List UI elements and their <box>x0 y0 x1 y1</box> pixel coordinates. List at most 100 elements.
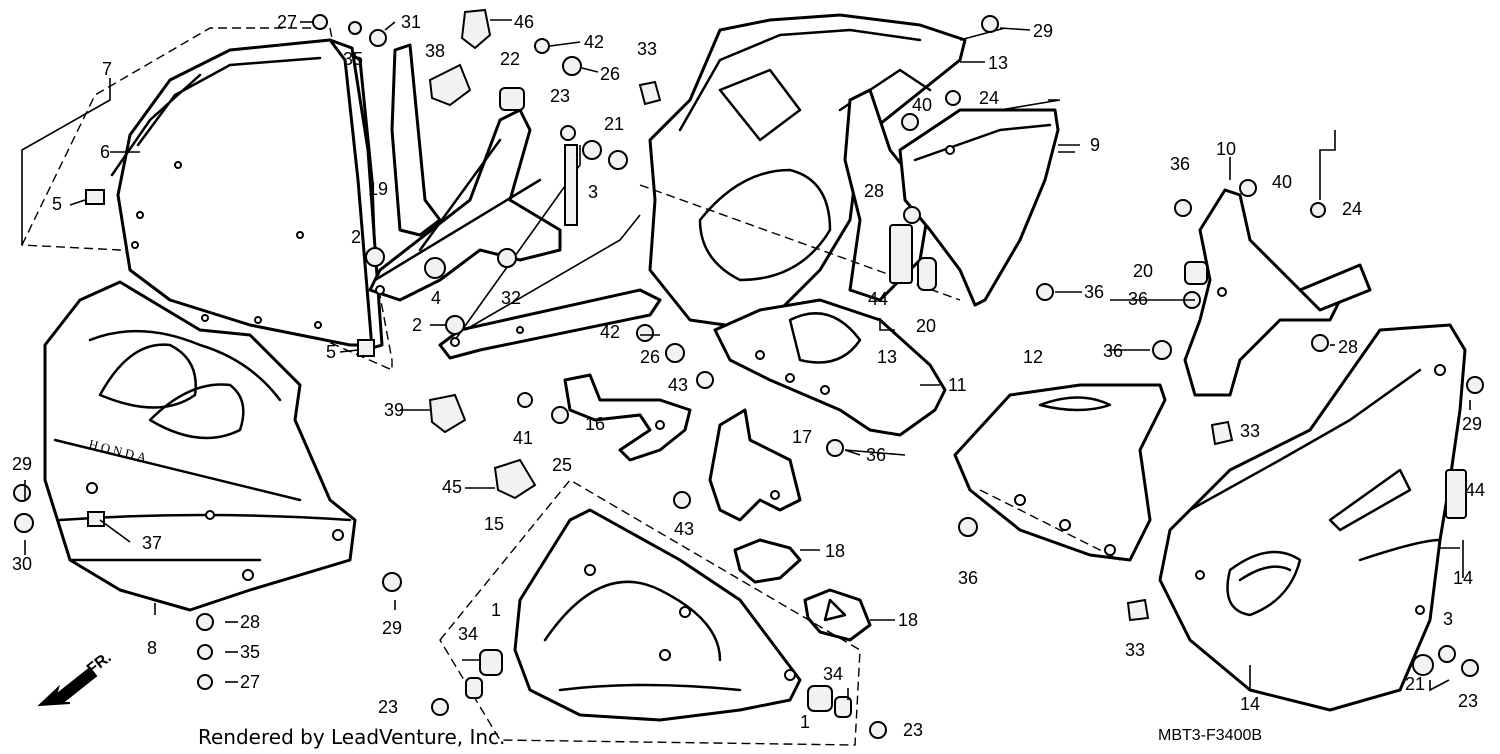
collar-3b[interactable] <box>1438 645 1456 663</box>
washer-42a[interactable] <box>534 38 550 54</box>
washer-35b[interactable] <box>197 644 213 660</box>
callout-12[interactable]: 12 <box>1023 347 1043 367</box>
callout-40b[interactable]: 40 <box>1272 172 1292 192</box>
clip-39[interactable] <box>428 393 467 434</box>
bracket-18b[interactable] <box>803 588 872 642</box>
callout-42b[interactable]: 42 <box>600 322 620 342</box>
bolt-23b[interactable] <box>431 698 449 716</box>
bolt-23a[interactable] <box>560 125 576 141</box>
windscreen-trim[interactable] <box>328 38 384 350</box>
grommet-4[interactable] <box>424 257 446 279</box>
grommet-2a[interactable] <box>365 247 385 267</box>
callout-7[interactable]: 7 <box>102 59 112 79</box>
callout-42a[interactable]: 42 <box>584 32 604 52</box>
grommet-20b[interactable] <box>1184 261 1208 285</box>
bracket-10-plate[interactable] <box>1298 263 1372 312</box>
clip-36a[interactable] <box>1174 199 1192 217</box>
callout-18a[interactable]: 18 <box>825 541 845 561</box>
callout-37[interactable]: 37 <box>142 533 162 553</box>
callout-27a[interactable]: 27 <box>277 12 297 32</box>
callout-27b[interactable]: 27 <box>240 672 260 692</box>
screw-24a[interactable] <box>945 90 961 106</box>
screw-24b[interactable] <box>1310 202 1326 218</box>
stay-lower-bar[interactable] <box>438 288 662 360</box>
callout-23a[interactable]: 23 <box>550 86 570 106</box>
windshield-screen[interactable] <box>116 38 380 347</box>
callout-15[interactable]: 15 <box>484 514 504 534</box>
callout-36b[interactable]: 36 <box>1084 282 1104 302</box>
bolt-25[interactable] <box>551 406 569 424</box>
callout-40a[interactable]: 40 <box>912 95 932 115</box>
callout-34b[interactable]: 34 <box>823 664 843 684</box>
callout-29c[interactable]: 29 <box>12 454 32 474</box>
bolt-27b[interactable] <box>197 674 213 690</box>
callout-29b[interactable]: 29 <box>1462 414 1482 434</box>
callout-13a[interactable]: 13 <box>988 53 1008 73</box>
nut-32[interactable] <box>497 248 517 268</box>
nut-40b[interactable] <box>1239 179 1257 197</box>
callout-28b[interactable]: 28 <box>1338 337 1358 357</box>
screw-29a[interactable] <box>981 15 999 33</box>
nut-43b[interactable] <box>673 491 691 509</box>
callout-23b[interactable]: 23 <box>1458 691 1478 711</box>
callout-19[interactable]: 19 <box>368 179 388 199</box>
bracket-18a[interactable] <box>733 538 802 584</box>
side-panel-9-body[interactable] <box>898 108 1060 307</box>
screw-29d[interactable] <box>382 572 402 592</box>
callout-39[interactable]: 39 <box>384 400 404 420</box>
callout-36a[interactable]: 36 <box>1170 154 1190 174</box>
clip-36f[interactable] <box>958 517 978 537</box>
callout-6[interactable]: 6 <box>100 142 110 162</box>
callout-43a[interactable]: 43 <box>668 375 688 395</box>
callout-29a[interactable]: 29 <box>1033 21 1053 41</box>
washer-42b[interactable] <box>636 324 654 342</box>
callout-18b[interactable]: 18 <box>898 610 918 630</box>
nut-40a[interactable] <box>901 113 919 131</box>
callout-2b[interactable]: 2 <box>412 315 422 335</box>
callout-38[interactable]: 38 <box>425 41 445 61</box>
grommet-20a[interactable] <box>917 257 937 291</box>
bracket-10-body[interactable] <box>1183 188 1342 397</box>
nut-33c[interactable] <box>1126 598 1150 622</box>
nut-43a[interactable] <box>696 371 714 389</box>
inner-panel-12-body[interactable] <box>953 383 1167 562</box>
callout-20b[interactable]: 20 <box>1133 261 1153 281</box>
screw-30[interactable] <box>14 513 34 533</box>
screw-28c[interactable] <box>196 613 214 631</box>
callout-32[interactable]: 32 <box>501 288 521 308</box>
screw-29c[interactable] <box>13 484 31 502</box>
pad-44b[interactable] <box>1445 469 1467 519</box>
mirror-rod[interactable] <box>564 144 578 226</box>
callout-44b[interactable]: 44 <box>1465 480 1485 500</box>
collar-3a[interactable] <box>582 140 602 160</box>
callout-1a[interactable]: 1 <box>491 600 501 620</box>
callout-43b[interactable]: 43 <box>674 519 694 539</box>
screw-29b[interactable] <box>1466 376 1484 394</box>
callout-21b[interactable]: 21 <box>1405 674 1425 694</box>
pad-44a[interactable] <box>889 224 913 284</box>
clip-38[interactable] <box>428 63 472 107</box>
grommet-2b[interactable] <box>445 315 465 335</box>
callout-14a[interactable]: 14 <box>1453 568 1473 588</box>
callout-3a[interactable]: 3 <box>588 182 598 202</box>
callout-24b[interactable]: 24 <box>1342 199 1362 219</box>
callout-8[interactable]: 8 <box>147 638 157 658</box>
callout-9[interactable]: 9 <box>1090 135 1100 155</box>
bolt-27a[interactable] <box>312 14 328 30</box>
bolt-26a[interactable] <box>562 56 582 76</box>
callout-34a[interactable]: 34 <box>458 624 478 644</box>
callout-16[interactable]: 16 <box>585 414 605 434</box>
trim-clip-5a[interactable] <box>85 189 105 205</box>
bracket-17[interactable] <box>708 408 802 522</box>
callout-25[interactable]: 25 <box>552 455 572 475</box>
screw-28b[interactable] <box>1311 334 1329 352</box>
bolt-23d[interactable] <box>1461 659 1479 677</box>
callout-44a[interactable]: 44 <box>868 289 888 309</box>
callout-36c[interactable]: 36 <box>1128 289 1148 309</box>
callout-36f[interactable]: 36 <box>958 568 978 588</box>
bolt-26b[interactable] <box>665 343 685 363</box>
callout-1b[interactable]: 1 <box>800 712 810 732</box>
nut-33a[interactable] <box>638 80 662 106</box>
nut-33b[interactable] <box>1210 420 1234 446</box>
callout-4[interactable]: 4 <box>431 288 441 308</box>
